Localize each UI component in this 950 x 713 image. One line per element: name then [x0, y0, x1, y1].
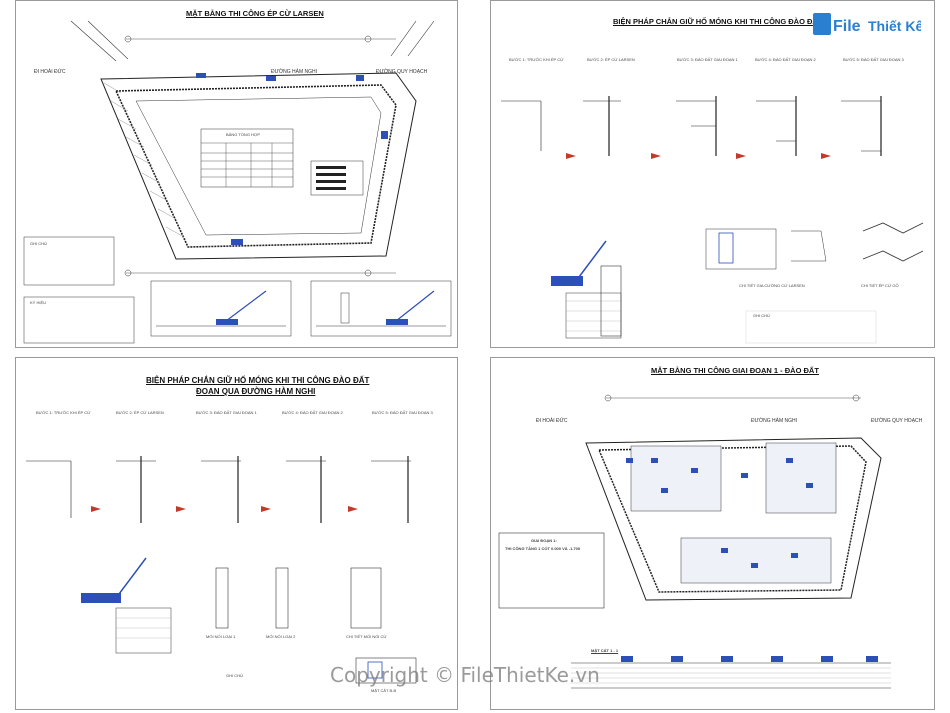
step-4-label: BƯỚC 4: ĐÀO ĐẤT GIAI ĐOẠN 2 — [755, 57, 816, 62]
sheet-bottom-left: BIỆN PHÁP CHẮN GIỮ HỐ MÓNG KHI THI CÔNG … — [15, 357, 458, 710]
joint-type-2-label: MỐI NỐI LOẠI 2 — [266, 634, 296, 639]
svg-text:File: File — [833, 18, 861, 35]
sheet-title-line1: BIỆN PHÁP CHẮN GIỮ HỐ MÓNG KHI THI CÔNG … — [146, 376, 370, 385]
step-1-label: BƯỚC 1: TRƯỚC KHI ÉP CỪ — [509, 57, 564, 62]
stage-description: THI CÔNG TẦNG 1 CỐT 0.000 VÀ -1.700 — [505, 546, 581, 551]
section-label: MẶT CẮT 1 - 1 — [591, 648, 619, 653]
legend-title: KÝ HIỆU — [30, 300, 47, 305]
step-5-label: BƯỚC 5: ĐÀO ĐẤT GIAI ĐOẠN 3 — [843, 57, 904, 62]
road-label-left: ĐI HOÀI ĐỨC — [536, 418, 568, 424]
section-label: MẶT CẮT B-B — [371, 688, 397, 693]
summary-table-title: BẢNG TỔNG HỢP — [226, 132, 261, 137]
notes-title: GHI CHÚ — [753, 313, 770, 318]
sheet-bottom-right: MẶT BẰNG THI CÔNG GIAI ĐOẠN 1 - ĐÀO ĐẤT … — [490, 357, 935, 710]
notes-title: GHI CHÚ — [30, 241, 47, 246]
sheet-title-line2: ĐOẠN QUA ĐƯỜNG HÀM NGHI — [196, 387, 316, 396]
stage-label: GIAI ĐOẠN 1: — [531, 538, 557, 543]
step-3-label: BƯỚC 3: ĐÀO ĐẤT GIAI ĐOẠN 1 — [677, 57, 738, 62]
step-2-label: BƯỚC 2: ÉP CỪ LARSEN — [116, 410, 164, 415]
svg-text:Thiết Kế: Thiết Kế — [868, 18, 921, 34]
step-4-label: BƯỚC 4: ĐÀO ĐẤT GIAI ĐOẠN 2 — [282, 410, 343, 415]
sheet-top-right: BIỆN PHÁP CHẮN GIỮ HỐ MÓNG KHI THI CÔNG … — [490, 0, 935, 348]
stage-1-plan-drawing — [498, 394, 891, 689]
step-1-label: BƯỚC 1: TRƯỚC KHI ÉP CỪ — [36, 410, 91, 415]
excavation-road-drawing — [26, 456, 417, 684]
site-plan-drawing — [23, 20, 452, 344]
sheet-title: BIỆN PHÁP CHẮN GIỮ HỐ MÓNG KHI THI CÔNG … — [613, 17, 823, 26]
file-thiet-ke-logo: File Thiết Kế — [813, 13, 921, 35]
step-3-label: BƯỚC 3: ĐÀO ĐẤT GIAI ĐOẠN 1 — [196, 410, 257, 415]
street-label-main: ĐƯỜNG HÀM NGHI — [751, 418, 798, 424]
excavation-steps-drawing — [501, 96, 924, 344]
step-5-label: BƯỚC 5: ĐÀO ĐẤT GIAI ĐOẠN 3 — [372, 410, 433, 415]
street-label-plan: ĐƯỜNG QUY HOẠCH — [376, 69, 428, 75]
copyright-watermark: Copyright © FileThietKe.vn — [330, 663, 600, 687]
detail-joint-label: CHI TIẾT MỐI NỐI CỪ — [346, 634, 387, 639]
detail-pile-label: CHI TIẾT GIA CƯỜNG CỪ LARSEN — [739, 283, 805, 288]
step-2-label: BƯỚC 2: ÉP CỪ LARSEN — [587, 57, 635, 62]
detail-cofferdam-label: CHI TIẾT ÉP CỪ GỖ — [861, 283, 899, 288]
sheet-title: MẶT BẰNG THI CÔNG GIAI ĐOẠN 1 - ĐÀO ĐẤT — [651, 366, 819, 375]
sheet-title: MẶT BẰNG THI CÔNG ÉP CỪ LARSEN — [186, 9, 324, 18]
joint-type-1-label: MỐI NỐI LOẠI 1 — [206, 634, 236, 639]
sheet-top-left: MẶT BẰNG THI CÔNG ÉP CỪ LARSEN ĐƯỜNG HÀM… — [15, 0, 458, 348]
notes-title: GHI CHÚ — [226, 673, 243, 678]
road-label-left: ĐI HOÀI ĐỨC — [34, 69, 66, 75]
street-label-plan: ĐƯỜNG QUY HOẠCH — [871, 418, 923, 424]
street-label-main: ĐƯỜNG HÀM NGHI — [271, 69, 318, 75]
